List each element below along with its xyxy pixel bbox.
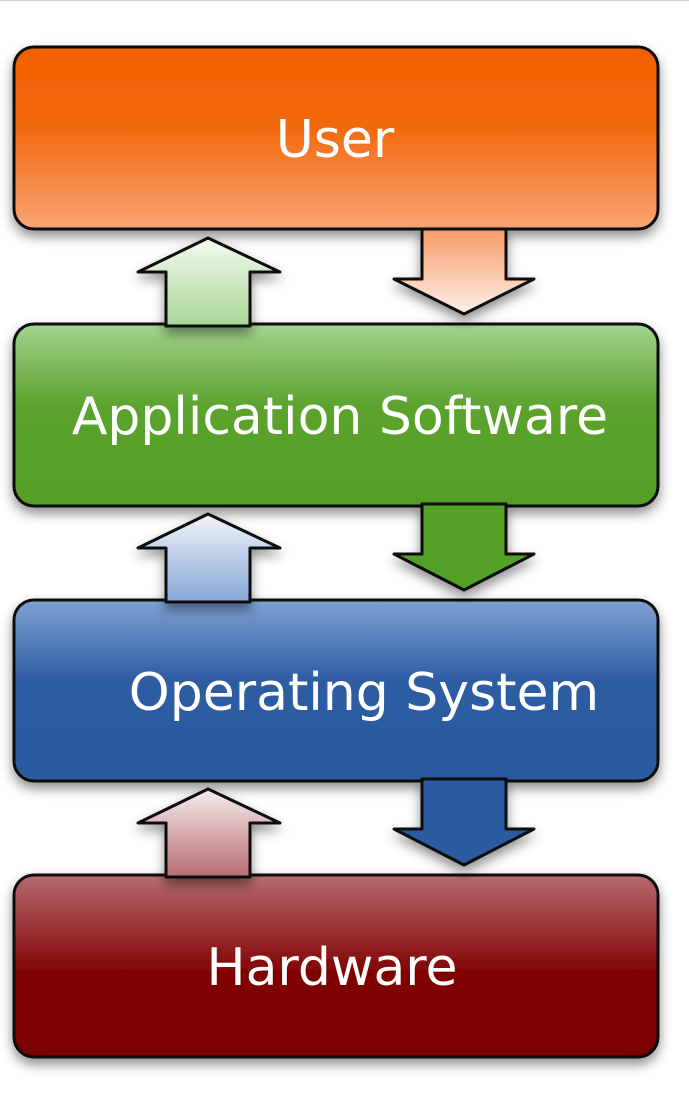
arrow-down-os-to-hardware [392,777,536,867]
layer-box-application-software [12,322,660,508]
layer-label-application-software: Application Software [72,387,608,447]
arrow-up-os-to-application [136,512,282,604]
layer-label-user: User [276,110,395,170]
layer-label-hardware: Hardware [206,938,457,998]
arrow-up-hardware-to-os [136,787,282,879]
arrow-down-user-to-application [392,227,536,316]
layer-box-operating-system [12,598,660,783]
layer-box-hardware [12,873,660,1059]
layer-label-operating-system: Operating System [129,663,599,723]
arrow-up-application-to-user [136,236,282,328]
arrow-down-application-to-os [392,502,536,592]
layer-box-user [12,45,660,231]
